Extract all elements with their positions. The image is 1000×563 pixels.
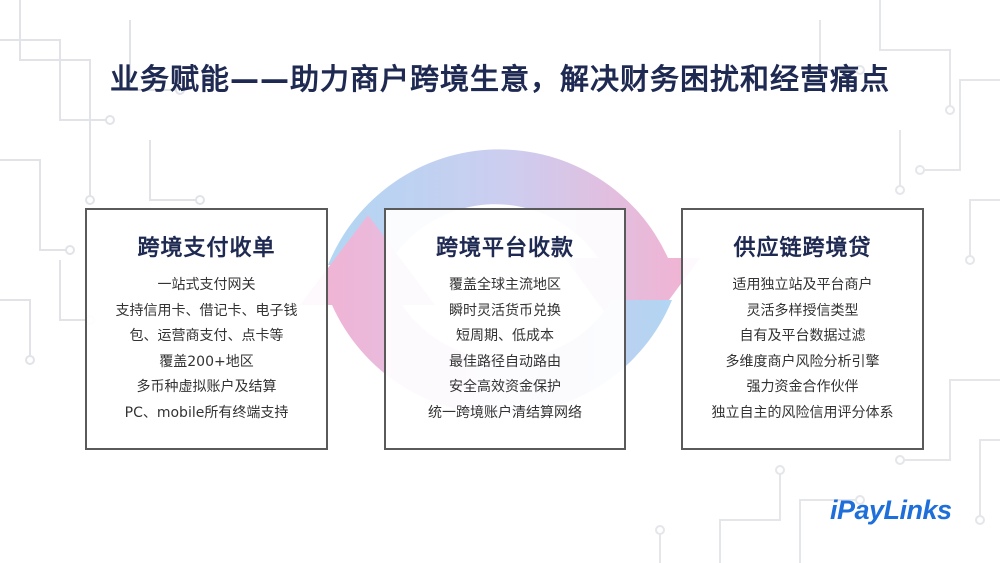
list-item: 统一跨境账户清结算网络 (428, 404, 582, 421)
card-title: 跨境支付收单 (137, 236, 276, 261)
circuit-decoration-left (0, 0, 205, 365)
circuit-decoration-bottom (655, 379, 1000, 563)
list-item: 灵活多样授信类型 (746, 302, 859, 319)
list-item: 包、运营商支付、点卡等 (129, 328, 284, 344)
card-title: 供应链跨境贷 (733, 236, 872, 261)
card-supply-chain-loan: 供应链跨境贷 适用独立站及平台商户 灵活多样授信类型 自有及平台数据过滤 多维度… (681, 208, 924, 450)
list-item: 支持信用卡、借记卡、电子钱 (115, 302, 298, 319)
list-item: 多维度商户风险分析引擎 (725, 353, 880, 370)
list-item: 自有及平台数据过滤 (739, 328, 866, 344)
feature-list: 覆盖全球主流地区 瞬时灵活货币兑换 短周期、低成本 最佳路径自动路由 安全高效资… (386, 273, 624, 426)
list-item: 多币种虚拟账户及结算 (136, 379, 277, 395)
list-item: 安全高效资金保护 (449, 379, 561, 395)
feature-list: 适用独立站及平台商户 灵活多样授信类型 自有及平台数据过滤 多维度商户风险分析引… (683, 273, 922, 426)
card-cross-border-payment: 跨境支付收单 一站式支付网关 支持信用卡、借记卡、电子钱 包、运营商支付、点卡等… (85, 208, 328, 450)
list-item: 适用独立站及平台商户 (732, 277, 873, 293)
list-item: 覆盖全球主流地区 (449, 277, 561, 293)
feature-list: 一站式支付网关 支持信用卡、借记卡、电子钱 包、运营商支付、点卡等 覆盖200+… (87, 273, 326, 426)
circuit-decoration-right (819, 0, 1000, 265)
page-title: 业务赋能——助力商户跨境生意，解决财务困扰和经营痛点 (109, 62, 890, 96)
card-platform-collection: 跨境平台收款 覆盖全球主流地区 瞬时灵活货币兑换 短周期、低成本 最佳路径自动路… (384, 208, 626, 450)
list-item: 短周期、低成本 (456, 328, 554, 344)
list-item: 覆盖200+地区 (159, 353, 254, 370)
list-item: 独立自主的风险信用评分体系 (711, 404, 894, 421)
ipaylinks-logo: iPayLinks (830, 495, 952, 525)
card-title: 跨境平台收款 (435, 236, 574, 261)
list-item: 一站式支付网关 (157, 277, 256, 293)
list-item: PC、mobile所有终端支持 (124, 404, 289, 421)
list-item: 强力资金合作伙伴 (746, 379, 859, 395)
list-item: 最佳路径自动路由 (449, 353, 561, 370)
list-item: 瞬时灵活货币兑换 (449, 302, 561, 319)
